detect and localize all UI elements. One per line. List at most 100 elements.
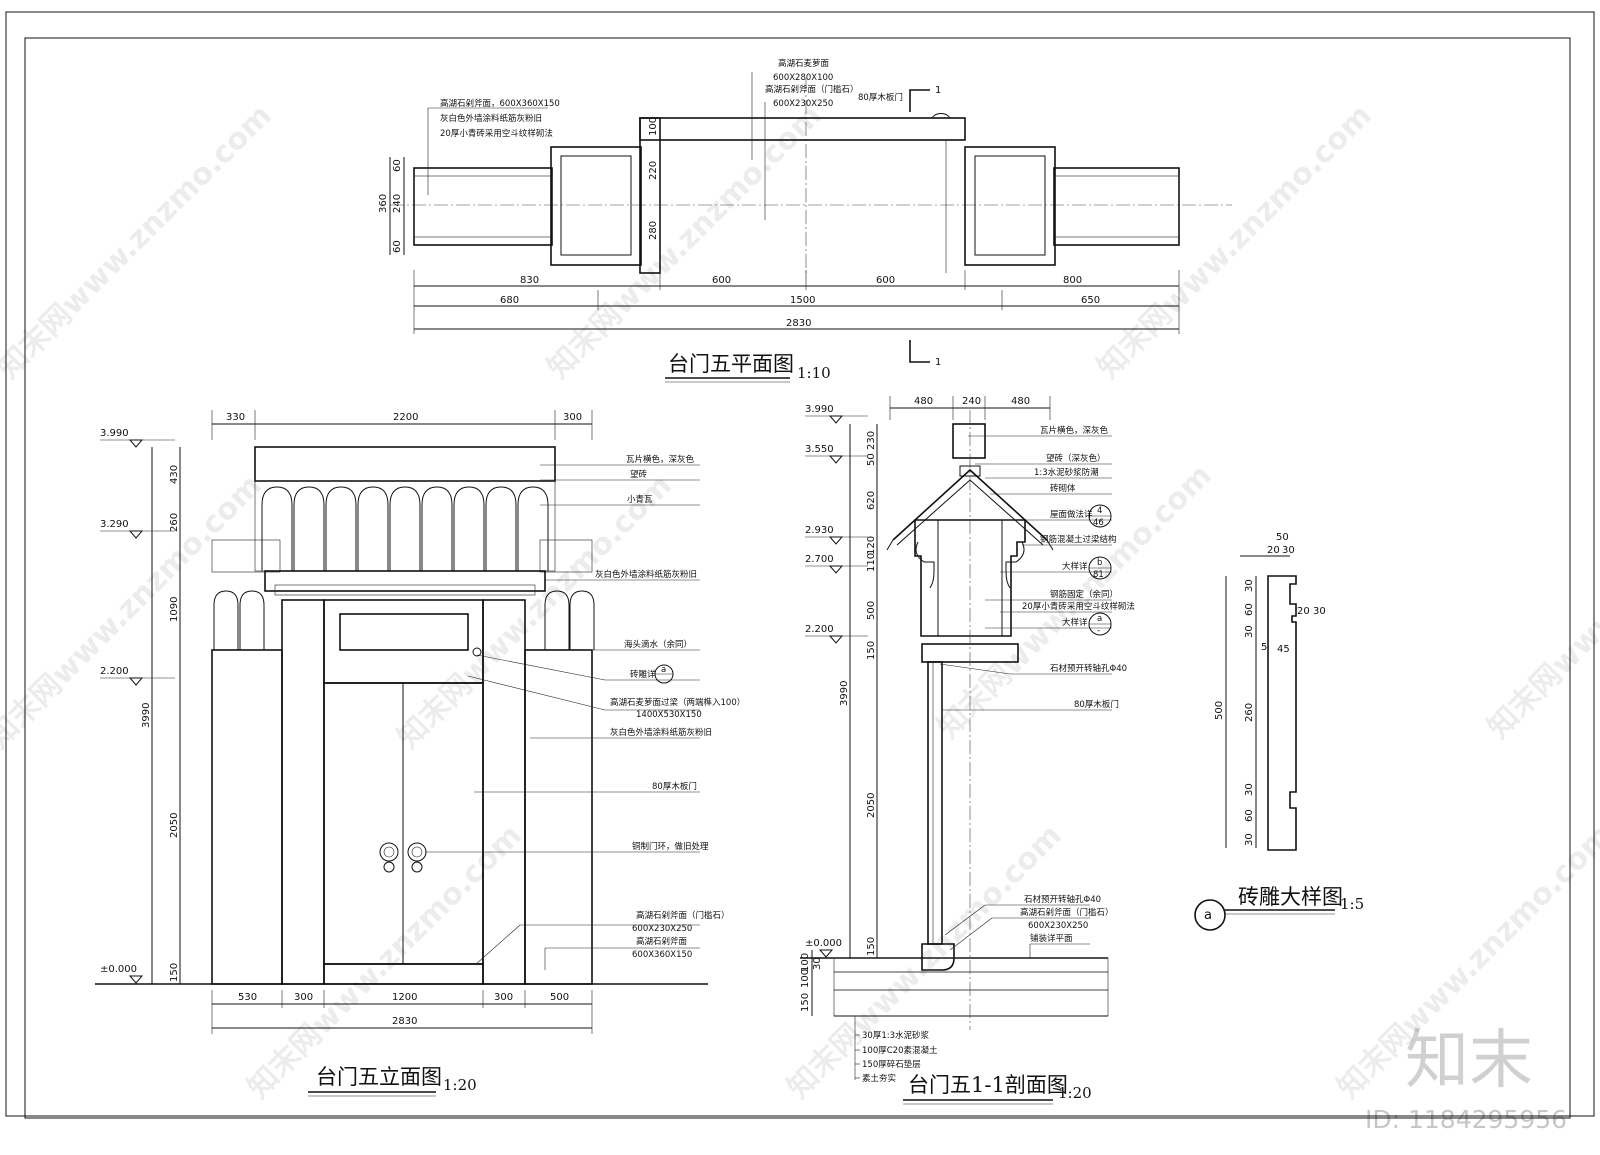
plan-note-3: 20厚小青砖采用空斗纹样砌法 [440,128,553,139]
sec-note-3: 1:3水泥砂浆防潮 [1034,467,1099,478]
sec-level-4: 2.700 [805,554,834,565]
sec-level-5: 2.200 [805,624,834,635]
elev-level-3: 2.200 [100,666,129,677]
elev-dim-bot-300b: 300 [494,992,513,1003]
elev-level-1: 3.990 [100,428,129,439]
plan-note-1: 高湖石剁斧面，600X360X150 [440,98,560,109]
elev-note-15: 600X360X150 [632,950,692,960]
watermark-text-1: 知末网www.znzmo.com [0,98,279,386]
watermark-text-4: 知末网www.znzmo.com [0,468,269,756]
sec-dim-top-240: 240 [962,396,981,407]
plan-top-note-1: 高湖石麦萝面 [778,58,830,69]
sec-note-11: 石材预开转轴孔Φ40 [1050,663,1127,674]
detail-stack-3: 30 [1244,625,1255,638]
plan-top-note-5: 80厚木板门 [858,92,903,103]
section-view: 480 240 480 230 50 620 120 110 500 150 2… [800,396,1135,1105]
detail-stack-6: 60 [1244,809,1255,822]
detail-scale: 1:5 [1340,895,1364,913]
elev-note-6: 砖雕详 [630,669,656,680]
elev-dim-top-330: 330 [226,412,245,423]
plan-dim-mid-220: 220 [648,161,659,180]
detail-dim-height: 500 [1214,701,1225,720]
sec-dim-top-480b: 480 [1011,396,1030,407]
sec-dim-2050: 2050 [866,793,877,818]
sec-dim-3990: 3990 [839,681,850,706]
sec-dim-50: 50 [866,453,877,466]
sec-note-6: 钢筋混凝土过梁结构 [1040,534,1117,545]
sec-found-100b: 100 [800,969,811,988]
plan-dim-v-60a: 60 [392,159,403,172]
plan-dim-row2-1: 680 [500,295,519,306]
watermark-text-3: 知末网www.znzmo.com [1091,98,1379,386]
detail-dim-right-20: 20 [1297,606,1310,617]
detail-mark: a [1204,908,1212,923]
sec-ref1-bottom: 46 [1093,518,1104,528]
elev-note-10: 80厚木板门 [652,781,697,792]
outer-frame [5,11,1595,1117]
watermark-text-9: 知末网www.znzmo.com [781,818,1069,1106]
sec-dim-150b: 150 [866,937,877,956]
section-title: 台门五1-1剖面图 [908,1073,1068,1097]
sec-note-8: 钢筋固定（余同） [1050,589,1118,600]
plan-dim-mid-280: 280 [648,221,659,240]
watermark-text-8: 知末网www.znzmo.com [241,818,529,1106]
plan-dim-row2-2: 1500 [790,295,815,306]
elev-note-1: 瓦片横色，深灰色 [626,454,695,465]
sec-ref3-top: a [1097,614,1102,624]
watermark-text-7: 知末网www.znzmo.com [1481,458,1600,746]
detail-title: 砖雕大样图 [1238,885,1343,909]
elev-dim-430: 430 [169,465,180,484]
elevation-title: 台门五立面图 [316,1065,442,1089]
section-scale: 1:20 [1058,1084,1092,1102]
plan-top-note-4: 600X230X250 [773,99,833,109]
sec-note-10: 大样详 [1062,617,1088,628]
sec-layer-1: 30厚1:3水泥砂浆 [862,1030,929,1041]
detail-dim-top-30: 30 [1282,545,1295,556]
plan-dim-total: 2830 [786,318,811,329]
elev-note-5: 海头滴水（余同） [624,639,692,650]
detail-dim-right-45: 45 [1277,644,1290,655]
elev-dim-bot-300a: 300 [294,992,313,1003]
plan-dim-v-240: 240 [392,194,403,213]
sec-ref2-top: b [1097,558,1102,568]
detail-dim-top-20: 20 [1267,545,1280,556]
plan-dim-mid-100: 100 [648,117,659,136]
elev-dim-150: 150 [169,963,180,982]
detail-dim-top-50: 50 [1276,532,1289,543]
sec-ref3-bottom: - [1097,626,1100,636]
plan-top-note-2: 600X280X100 [773,73,833,83]
section-mark-bottom: 1 [935,357,941,368]
elev-dim-2050: 2050 [169,813,180,838]
plan-dim-row1-1: 830 [520,275,539,286]
plan-dim-v-360: 360 [378,194,389,213]
sec-note-16: 铺装详平面 [1030,933,1073,944]
elevation-scale: 1:20 [443,1076,477,1094]
elev-note-8: 1400X530X150 [636,710,702,720]
sec-dim-500: 500 [866,601,877,620]
elev-dim-top-300: 300 [563,412,582,423]
sec-note-9: 20厚小青砖采用空斗纹样砌法 [1022,601,1135,612]
plan-dim-row2-3: 650 [1081,295,1100,306]
detail-stack-4: 260 [1244,703,1255,722]
detail-stack-1: 30 [1244,579,1255,592]
section-mark-top: 1 [935,85,941,96]
elev-dim-bot-530: 530 [238,992,257,1003]
inner-frame [24,37,1571,1119]
detail-stack-5: 30 [1244,783,1255,796]
sec-found-150: 150 [800,993,811,1012]
detail-dim-right-5: 5 [1261,642,1267,653]
sec-layer-3: 150厚碎石垫层 [862,1059,921,1070]
elev-dim-1090: 1090 [169,597,180,622]
sec-note-5: 屋面做法详 [1050,509,1093,520]
elev-note-7: 高湖石麦萝面过梁（两端榫入100） [610,697,745,708]
sec-level-3: 2.930 [805,525,834,536]
sec-level-2: 3.550 [805,444,834,455]
sec-dim-top-480a: 480 [914,396,933,407]
plan-view: 830 600 600 800 680 1500 650 2830 60 240… [378,58,1232,383]
sec-dim-620: 620 [866,491,877,510]
sec-layer-4: 素土夯实 [862,1073,896,1084]
elev-level-4: ±0.000 [100,964,137,975]
sec-found-30: 30 [812,957,823,970]
sec-note-2: 望砖（深灰色） [1046,453,1106,464]
